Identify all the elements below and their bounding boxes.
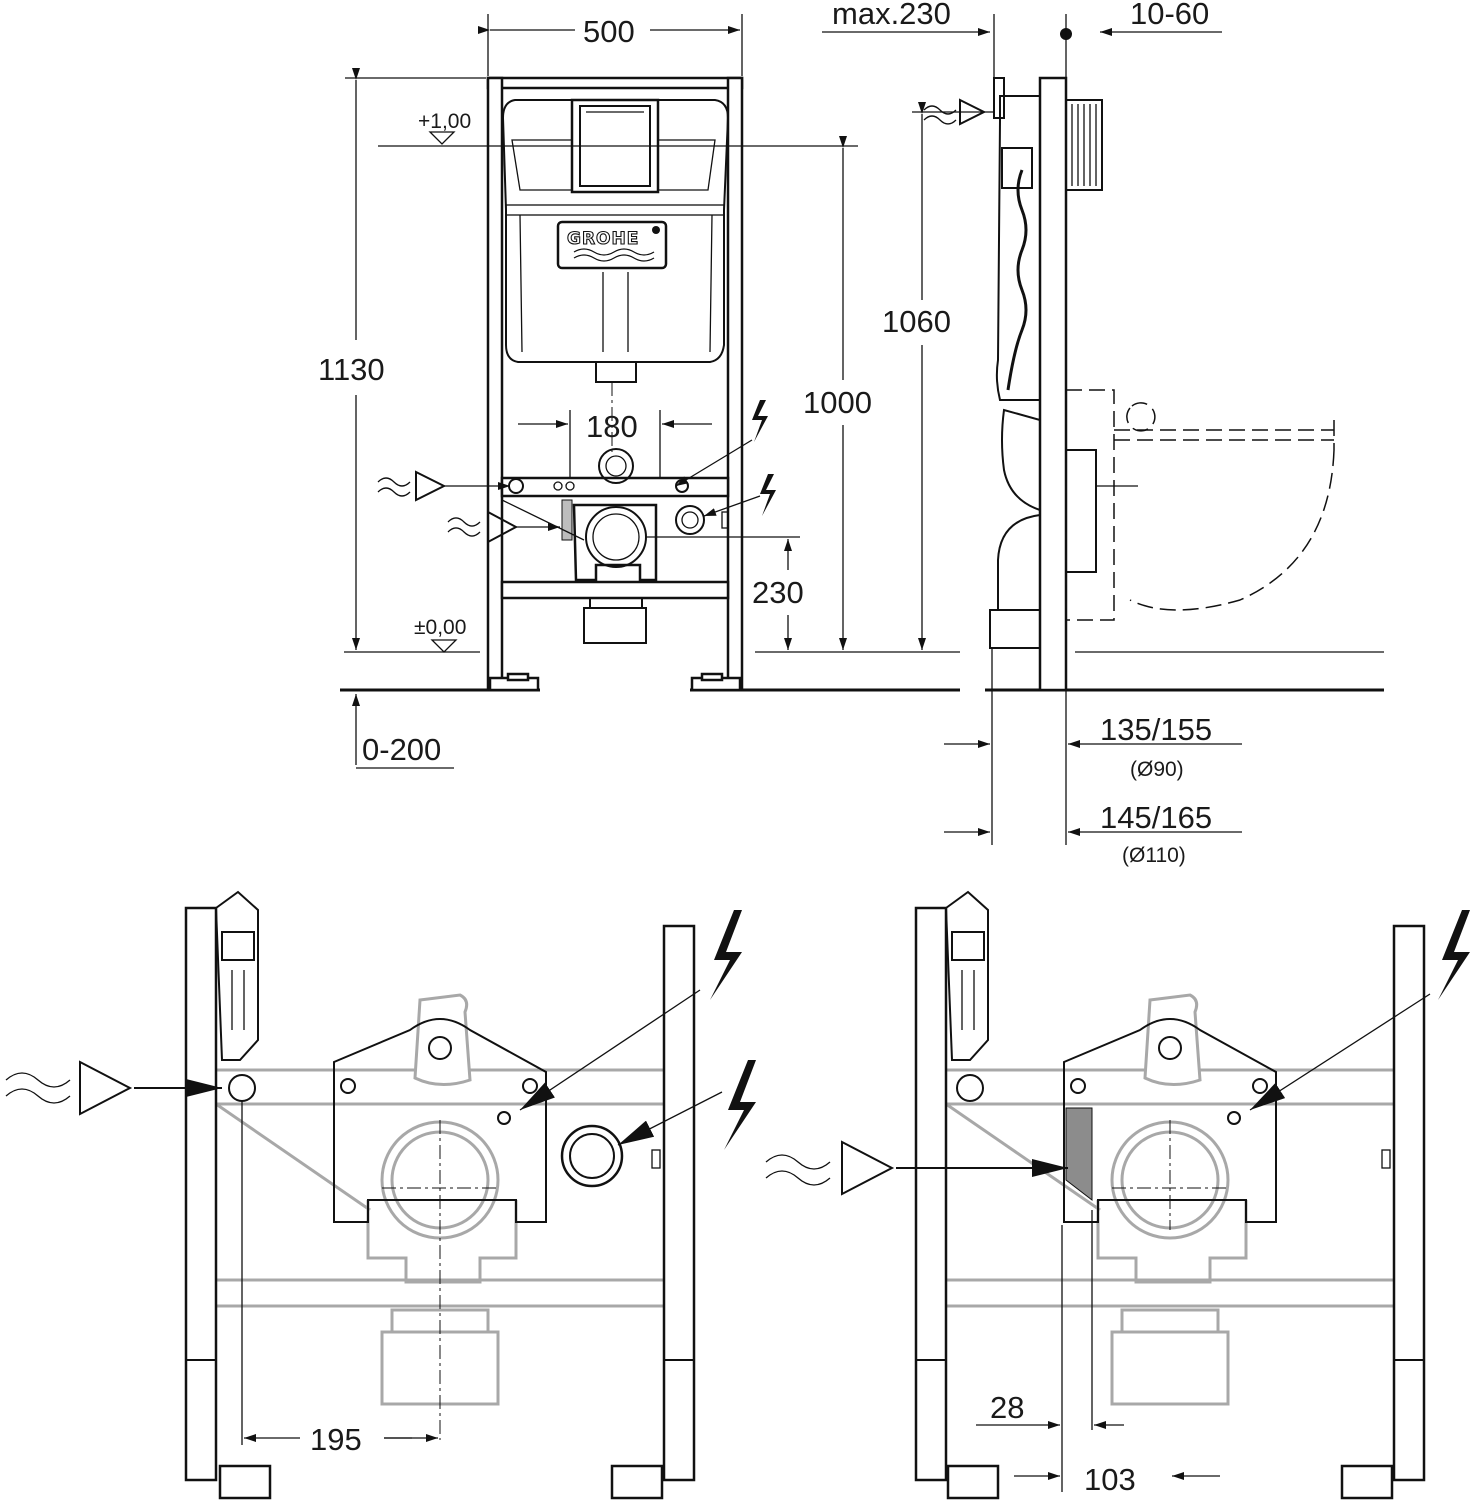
electric-connection-icon xyxy=(617,1060,756,1150)
dim-max-depth: max.230 xyxy=(832,0,951,31)
dim-drain-offset-110: 145/165 xyxy=(1100,800,1212,835)
water-supply-icon xyxy=(765,1140,1068,1196)
dim-total-height: 1130 xyxy=(318,352,385,387)
brand-logo: GROHE xyxy=(567,229,639,249)
electric-connection-icon xyxy=(703,474,776,517)
level-top: +1,00 xyxy=(418,110,471,133)
water-inlet-arrow-icon xyxy=(447,510,560,544)
dim-drain-offset-90: 135/155 xyxy=(1100,712,1212,747)
dim-actuation-height: 1000 xyxy=(803,385,872,420)
electric-connection-icon xyxy=(675,400,768,487)
dim-width: 500 xyxy=(583,14,635,49)
dim-spacing: 180 xyxy=(586,409,638,444)
detail-right: 28 103 xyxy=(765,890,1470,1500)
dim-depth-range: 10-60 xyxy=(1130,0,1209,31)
dim-right-offset-b: 103 xyxy=(1084,1462,1136,1497)
electric-connection-icon xyxy=(519,910,742,1111)
electric-connection-icon xyxy=(1249,910,1470,1111)
water-supply-icon xyxy=(377,470,510,502)
dim-drain-height: 230 xyxy=(752,575,804,610)
dim-diameter-110: (Ø110) xyxy=(1122,844,1186,867)
dim-side-height: 1060 xyxy=(882,304,951,339)
dim-right-offset-a: 28 xyxy=(990,1390,1024,1425)
dim-diameter-90: (Ø90) xyxy=(1130,758,1184,781)
dim-floor-range: 0-200 xyxy=(362,732,441,767)
front-view: GROHE xyxy=(318,14,960,769)
detail-left: 195 xyxy=(5,890,756,1500)
side-view: max.230 10-60 1060 135/155 (Ø90) 145/165… xyxy=(822,0,1384,867)
level-zero: ±0,00 xyxy=(414,616,466,639)
dim-left-offset: 195 xyxy=(310,1422,362,1457)
water-supply-icon xyxy=(5,1060,222,1116)
